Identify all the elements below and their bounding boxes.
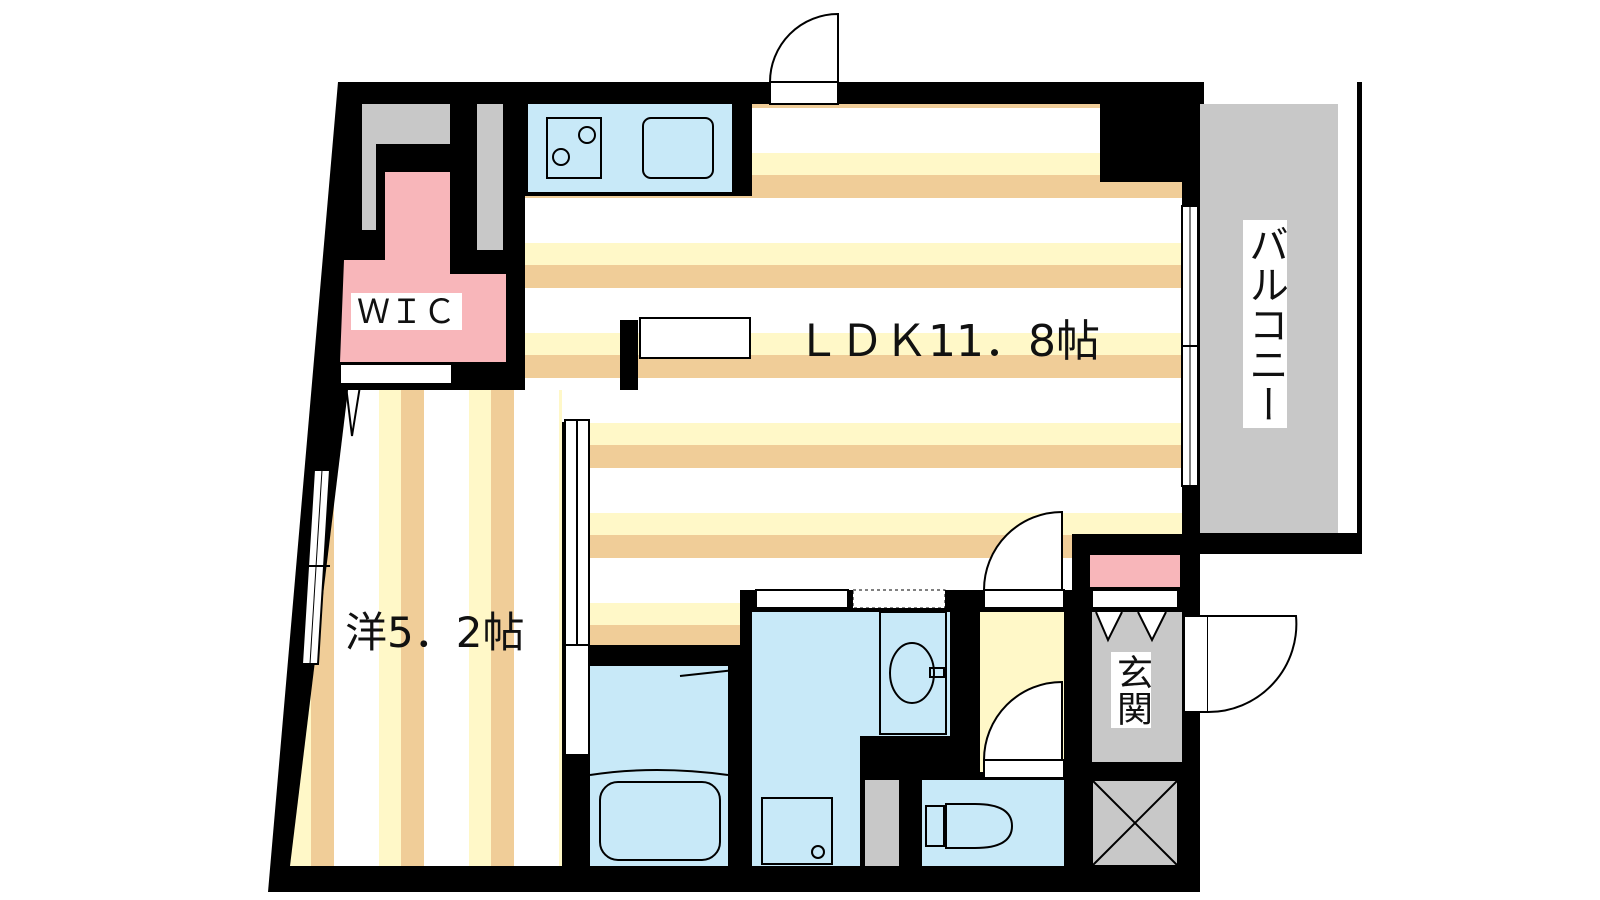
burner-1 [578,126,596,144]
toilet-door-swing [983,680,1063,761]
door-swing-icon [345,385,361,437]
hall-door-swing-top [983,510,1063,591]
burner-2 [552,148,570,166]
hall-door-frame-bottom [983,759,1065,779]
balcony-label: バルコニー [1242,220,1288,428]
washbasin-icon [889,642,935,704]
kitchen-partition-small [620,320,638,390]
bathroom-floor [590,666,728,866]
sink-icon [642,117,714,179]
ldk-floor-kitchen-aisle [752,104,1100,196]
storage-shelf-left [362,144,376,230]
wic-label: ＷＩＣ [351,293,462,330]
bathtub-icon [599,781,721,861]
western-room-label: 洋5．2帖 [345,608,525,657]
storage-small [865,780,899,866]
pipe-shaft-x-2 [1091,779,1179,867]
storage-shelf-right [477,104,503,250]
entrance-step [1091,589,1179,609]
top-door-swing [769,12,839,83]
washbasin-tap [929,667,945,678]
washroom-door-gap [755,589,849,609]
ldk-floor-lower [590,421,1182,534]
kitchen-return-floor [525,340,620,392]
ldk-floor-corridor [590,534,740,644]
shoe-box-door-left [1095,611,1123,643]
stove-icon [546,117,602,179]
bath-edge [589,769,729,776]
entrance-door-swing [1207,615,1298,714]
toilet-icon [945,803,1014,849]
storage-shelf-top [362,104,450,144]
western-room-floor [290,390,562,866]
kitchen-bar-counter [639,317,751,359]
washing-machine-icon [761,797,833,865]
toilet-tank [925,805,945,847]
washroom-door-gap-2 [852,589,946,609]
hall-door-frame [983,589,1065,609]
washing-machine-drain [811,845,825,859]
structural-pillar [1100,104,1182,182]
shoe-box-door-right [1137,611,1167,643]
wic-door-gap [339,363,453,385]
entrance-door-wall [1183,615,1209,713]
top-door-frame [769,81,839,105]
shoe-box-icon [1090,555,1180,587]
bath-door-swing [679,668,736,682]
ldk-label: ＬＤＫ11．8帖 [796,316,1100,367]
entrance-label: 玄関 [1111,652,1152,728]
western-room-divider [564,644,590,756]
